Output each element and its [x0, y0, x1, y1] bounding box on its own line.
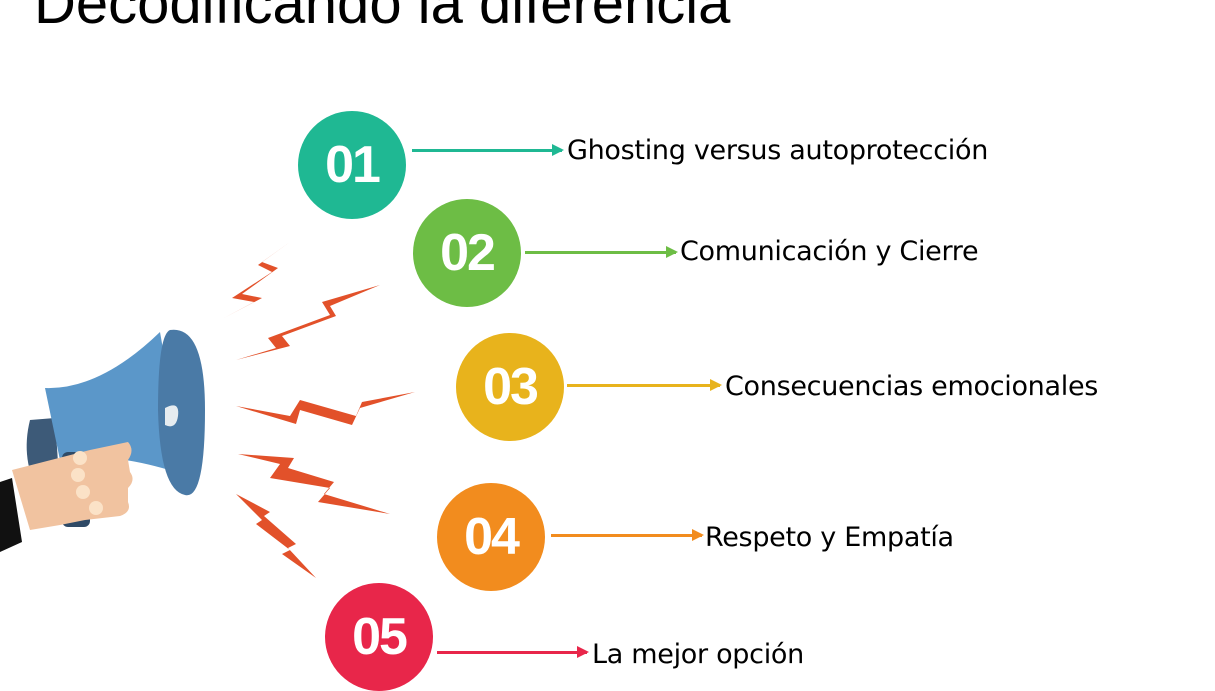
item-label: La mejor opción	[592, 639, 804, 670]
number-badge: 02	[413, 199, 521, 307]
item-label: Consecuencias emocionales	[725, 371, 1099, 402]
item-label: Ghosting versus autoprotección	[567, 135, 989, 166]
arrow-icon	[437, 646, 589, 658]
arrow-icon	[551, 529, 704, 541]
arrow-icon	[567, 379, 722, 391]
number-badge: 05	[325, 583, 433, 691]
arrow-icon	[525, 246, 678, 258]
number-badge: 04	[437, 483, 545, 591]
number-badge: 01	[298, 111, 406, 219]
megaphone-icon	[0, 242, 415, 578]
arrow-icon	[412, 144, 564, 156]
sound-bolts-icon	[224, 242, 415, 578]
slide-title: Decodificando la diferencia	[34, 0, 731, 36]
item-label: Respeto y Empatía	[705, 522, 954, 553]
number-badge: 03	[456, 333, 564, 441]
item-label: Comunicación y Cierre	[680, 236, 979, 267]
